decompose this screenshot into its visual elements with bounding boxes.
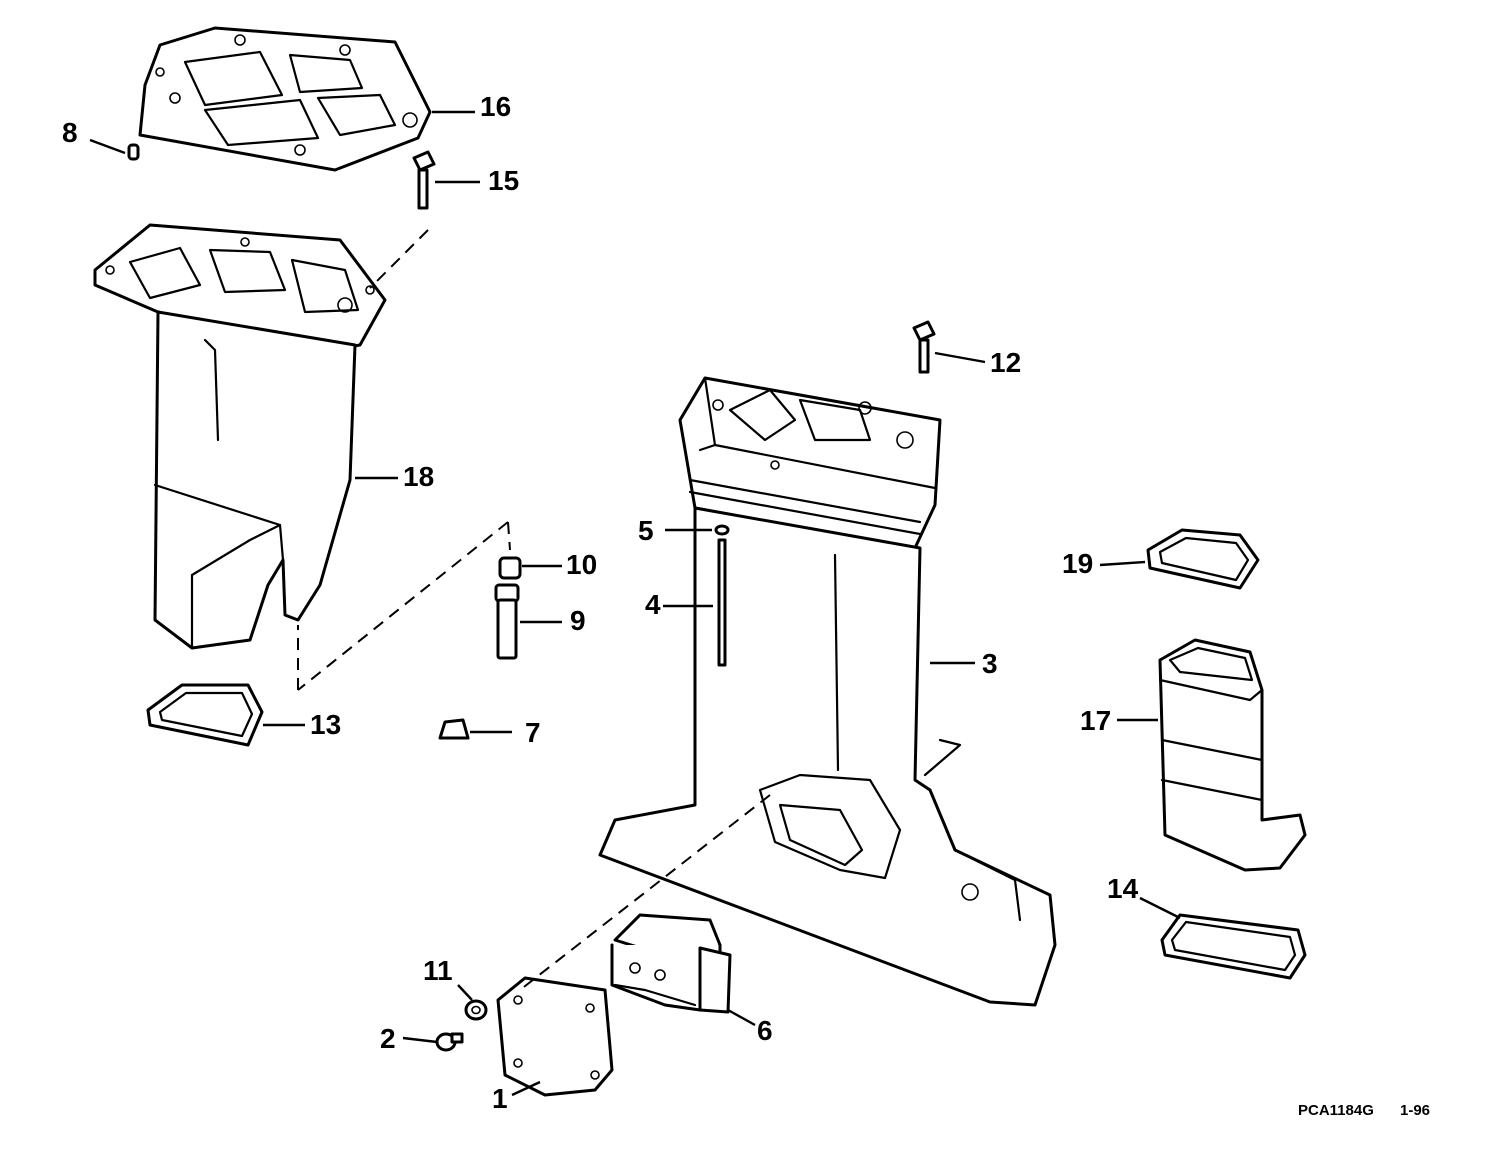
callout-3: 3 <box>982 648 998 679</box>
callout-6: 6 <box>757 1015 773 1046</box>
callout-15: 15 <box>488 165 519 196</box>
callout-10: 10 <box>566 549 597 580</box>
part-1-cover <box>496 976 614 1097</box>
part-14-gasket <box>1160 913 1307 980</box>
part-10-grommet <box>498 556 522 580</box>
callout-5: 5 <box>638 515 654 546</box>
part-17-exhaust-tube <box>1158 638 1307 872</box>
part-2-screw <box>435 1032 464 1052</box>
callout-2: 2 <box>380 1023 396 1054</box>
callout-17: 17 <box>1080 705 1111 736</box>
callout-7: 7 <box>525 717 541 748</box>
part-8-dowel-pin <box>127 143 140 161</box>
callout-12: 12 <box>990 347 1021 378</box>
part-12-bolt <box>912 320 936 374</box>
part-15-bolt <box>412 150 436 210</box>
part-7-plug <box>438 718 470 740</box>
drawing-code: PCA1184G <box>1298 1102 1374 1119</box>
part-4-stud <box>717 538 727 667</box>
part-3-drive-shaft-housing <box>598 376 1057 1007</box>
part-18-adapter-housing <box>93 223 387 650</box>
callout-16: 16 <box>480 91 511 122</box>
part-11-washer <box>464 999 488 1021</box>
callout-4: 4 <box>645 589 661 620</box>
part-6-mount <box>610 913 732 1014</box>
part-13-gasket <box>146 683 264 747</box>
callout-13: 13 <box>310 709 341 740</box>
part-16-gasket <box>138 26 432 172</box>
callout-8: 8 <box>62 117 78 148</box>
callout-14: 14 <box>1107 873 1139 904</box>
alignment-lines <box>297 229 771 991</box>
callout-11: 11 <box>423 955 453 986</box>
callout-labels: 8 16 15 18 10 9 7 13 5 4 12 3 19 17 14 6… <box>62 91 1139 1114</box>
part-9-tube <box>494 583 520 660</box>
part-5-washer <box>714 524 730 536</box>
callout-1: 1 <box>492 1083 508 1114</box>
callout-9: 9 <box>570 605 586 636</box>
callout-18: 18 <box>403 461 434 492</box>
leader-lines <box>89 110 1181 1097</box>
callout-19: 19 <box>1062 548 1093 579</box>
part-19-gasket <box>1146 528 1260 590</box>
drawing-date: 1-96 <box>1400 1102 1430 1119</box>
